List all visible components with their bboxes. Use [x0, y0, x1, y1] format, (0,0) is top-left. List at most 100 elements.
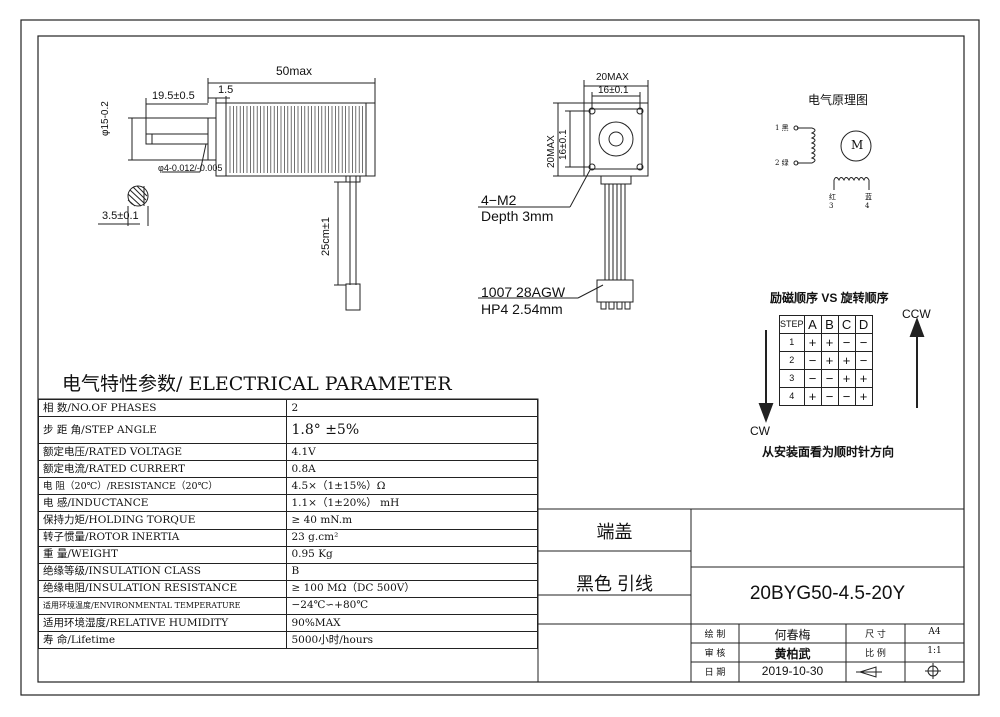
param-value: −24℃∽+80℃ — [286, 596, 538, 616]
header-cell: STEP — [779, 315, 805, 334]
header-cell: A — [803, 315, 822, 334]
param-label: 适用环境温度/ENVIRONMENTAL TEMPERATURE — [37, 596, 288, 616]
dim-overall-length: 50max — [276, 64, 313, 78]
table-cell: 4 — [779, 387, 805, 406]
pin2-label: 2 绿 — [775, 159, 789, 167]
sequence-title: 励磁顺序 VS 旋转顺序 — [770, 291, 889, 305]
wire-connector — [596, 279, 634, 303]
param-label: 步 距 角/STEP ANGLE — [37, 416, 288, 445]
param-label: 绝缘电阻/INSULATION RESISTANCE — [37, 579, 288, 598]
coil-a — [810, 127, 816, 164]
table-cell: − — [803, 369, 822, 388]
boss-circle — [598, 121, 634, 157]
param-value: 1.1×（1±20%） mH — [286, 494, 538, 513]
table-cell: − — [854, 351, 873, 370]
dim-flat: 3.5±0.1 — [102, 210, 139, 222]
table-cell: + — [854, 387, 873, 406]
table-cell: − — [854, 333, 873, 352]
table-cell: − — [837, 333, 856, 352]
param-label: 适用环境湿度/RELATIVE HUMIDITY — [37, 614, 288, 633]
dim-boss-length: 1.5 — [218, 84, 234, 96]
dim-lead-length: 25cm±1 — [320, 216, 332, 256]
table-row: 4 + − − + — [779, 387, 873, 406]
header-cell: C — [837, 315, 856, 334]
date-value: 2019-10-30 — [761, 664, 824, 678]
param-value: 2 — [286, 398, 538, 418]
shaft — [145, 133, 209, 145]
checked-by: 黄柏武 — [774, 647, 811, 661]
param-value: ≥ 100 MΩ（DC 500V） — [286, 579, 538, 598]
sequence-note: 从安装面看为顺时针方向 — [762, 445, 895, 459]
param-label: 重 量/WEIGHT — [37, 545, 288, 564]
table-cell: − — [820, 369, 839, 388]
front-view — [478, 80, 649, 310]
pin3-label: 红 3 — [829, 193, 836, 210]
boss — [207, 117, 217, 161]
title-block-frame — [37, 398, 964, 683]
param-value: 1.8° ±5% — [286, 416, 538, 445]
param-value: B — [286, 562, 538, 581]
param-label: 电 阻（20℃）/RESISTANCE（20℃） — [37, 477, 288, 496]
lead-connector — [345, 283, 361, 311]
dim-hole-spacing-v: 16±0.1 — [558, 129, 569, 160]
table-cell: − — [837, 387, 856, 406]
param-value: 90%MAX — [286, 614, 538, 633]
table-cell: + — [820, 351, 839, 370]
header-cell: D — [854, 315, 873, 334]
pin1-label: 1 黑 — [775, 124, 789, 132]
note-connector-spec: HP4 2.54mm — [481, 301, 563, 317]
table-cell: − — [803, 351, 822, 370]
table-cell: + — [854, 369, 873, 388]
table-cell: + — [837, 369, 856, 388]
part-end-cap: 端盖 — [596, 522, 633, 542]
param-label: 额定电压/RATED VOLTAGE — [37, 443, 288, 462]
param-label: 寿 命/Lifetime — [37, 631, 288, 650]
side-view — [98, 78, 376, 311]
table-cell: + — [820, 333, 839, 352]
rotation-arrows — [758, 317, 925, 423]
date-label: 日 期 — [704, 668, 726, 678]
model-number: 20BYG50-4.5-20Y — [749, 583, 906, 604]
table-cell: − — [820, 387, 839, 406]
param-label: 电 感/INDUCTANCE — [37, 494, 288, 513]
drawn-label: 绘 制 — [704, 630, 726, 640]
scale-value: 1:1 — [927, 646, 942, 656]
pin4-label: 蓝 4 — [865, 193, 872, 210]
outer-border — [20, 19, 980, 696]
note-mount-holes: 4−M2 — [481, 192, 517, 208]
size-label: 尺 寸 — [865, 630, 886, 640]
rear-cap — [365, 102, 376, 177]
dim-hole-spacing-h: 16±0.1 — [598, 85, 629, 96]
param-label: 转子惯量/ROTOR INERTIA — [37, 528, 288, 547]
param-label: 保持力矩/HOLDING TORQUE — [37, 511, 288, 530]
dim-face-width: 20MAX — [596, 72, 629, 83]
table-cell: 1 — [779, 333, 805, 352]
check-label: 审 核 — [704, 649, 726, 659]
table-row: 1 + + − − — [779, 333, 873, 352]
scale-label: 比 例 — [865, 649, 886, 659]
table-row: 适用环境温度/ENVIRONMENTAL TEMPERATURE−24℃∽+80… — [37, 596, 538, 616]
dim-shaft-length: 19.5±0.5 — [152, 90, 195, 102]
table-cell: + — [803, 387, 822, 406]
param-label: 绝缘等级/INSULATION CLASS — [37, 562, 288, 581]
ccw-label: CCW — [902, 307, 931, 321]
wiring-schematic — [793, 125, 872, 190]
note-mount-depth: Depth 3mm — [481, 208, 554, 224]
table-cell: + — [803, 333, 822, 352]
param-value: 23 g.cm² — [286, 528, 538, 547]
coil-b — [833, 177, 870, 182]
table-row: 保持力矩/HOLDING TORQUE≥ 40 mN.m — [37, 511, 538, 530]
param-value: 4.1V — [286, 443, 538, 462]
param-value: 0.8A — [286, 460, 538, 479]
table-cell: 2 — [779, 351, 805, 370]
param-value: 4.5×（1±15%）Ω — [286, 477, 538, 496]
param-label: 相 数/NO.OF PHASES — [37, 398, 288, 418]
